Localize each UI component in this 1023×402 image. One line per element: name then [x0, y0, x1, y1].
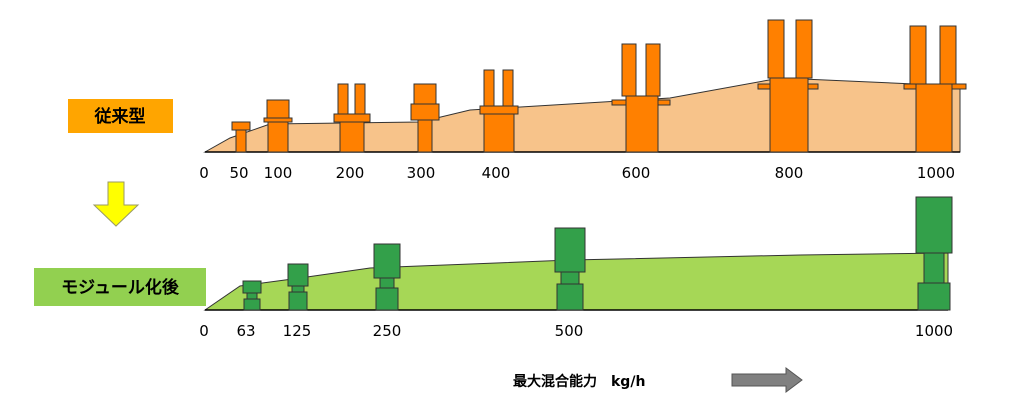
- x-axis-label: 最大混合能力 kg/h: [513, 373, 645, 390]
- top-tick-1000: 1000: [917, 164, 955, 182]
- top-panel: 0 50 100 200 300 400 600 800 1000: [199, 19, 967, 182]
- top-machine-100: [263, 99, 293, 153]
- bottom-tick-1000: 1000: [915, 322, 953, 340]
- bottom-machine-250: [373, 243, 401, 311]
- bottom-tick-500: 500: [555, 322, 584, 340]
- top-label-text: 従来型: [94, 106, 146, 127]
- top-tick-0: 0: [199, 164, 209, 182]
- top-machine-400: [479, 69, 519, 153]
- bottom-tick-125: 125: [283, 322, 312, 340]
- top-machine-50: [231, 121, 251, 153]
- bottom-label-text: モジュール化後: [61, 277, 180, 298]
- top-machine-200: [333, 83, 371, 153]
- bottom-machine-500: [554, 227, 586, 311]
- bottom-machine-63: [242, 280, 262, 311]
- top-machine-1000: [903, 25, 967, 153]
- top-tick-800: 800: [775, 164, 804, 182]
- bottom-panel: 0 63 125 250 500 1000: [199, 196, 953, 340]
- top-machine-800: [757, 19, 819, 153]
- top-tick-50: 50: [229, 164, 248, 182]
- top-machine-300: [410, 83, 440, 153]
- right-arrow-icon: [731, 367, 803, 393]
- down-arrow-icon: [92, 181, 140, 227]
- top-tick-300: 300: [407, 164, 436, 182]
- top-machine-600: [611, 43, 671, 153]
- top-tick-600: 600: [622, 164, 651, 182]
- top-tick-200: 200: [336, 164, 365, 182]
- top-tick-400: 400: [482, 164, 511, 182]
- top-label-box: 従来型: [68, 99, 173, 133]
- top-capacity-area: [203, 77, 961, 153]
- bottom-label-box: モジュール化後: [34, 268, 206, 306]
- bottom-machine-125: [287, 263, 309, 311]
- top-tick-100: 100: [264, 164, 293, 182]
- bottom-tick-250: 250: [373, 322, 402, 340]
- bottom-tick-63: 63: [236, 322, 255, 340]
- bottom-tick-0: 0: [199, 322, 209, 340]
- bottom-machine-1000: [915, 196, 953, 311]
